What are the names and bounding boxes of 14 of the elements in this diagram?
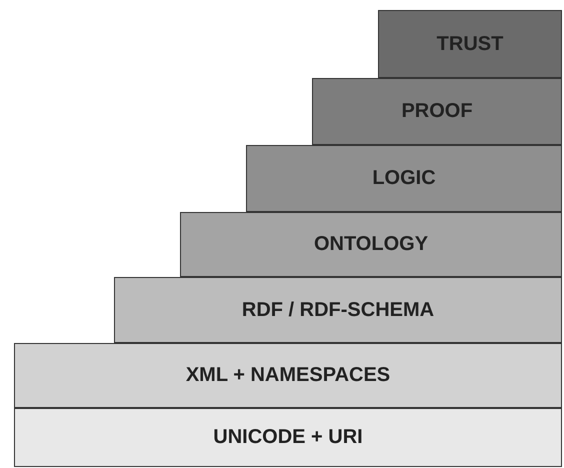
layer-label: PROOF bbox=[401, 100, 473, 123]
layer-label: UNICODE + URI bbox=[213, 426, 363, 449]
layer-bar bbox=[246, 145, 562, 212]
layer-label: XML + NAMESPACES bbox=[186, 364, 390, 387]
layer-label: RDF / RDF-SCHEMA bbox=[242, 298, 434, 322]
layer-label: LOGIC bbox=[372, 167, 436, 190]
layer-bar bbox=[180, 212, 562, 277]
layer-bar bbox=[378, 10, 562, 78]
layer-label: TRUST bbox=[436, 32, 504, 56]
layer-bar bbox=[14, 408, 562, 467]
layer-label: ONTOLOGY bbox=[314, 233, 428, 256]
layer-bar bbox=[312, 78, 562, 145]
layer-bar bbox=[114, 277, 562, 343]
layer-bar bbox=[14, 343, 562, 408]
